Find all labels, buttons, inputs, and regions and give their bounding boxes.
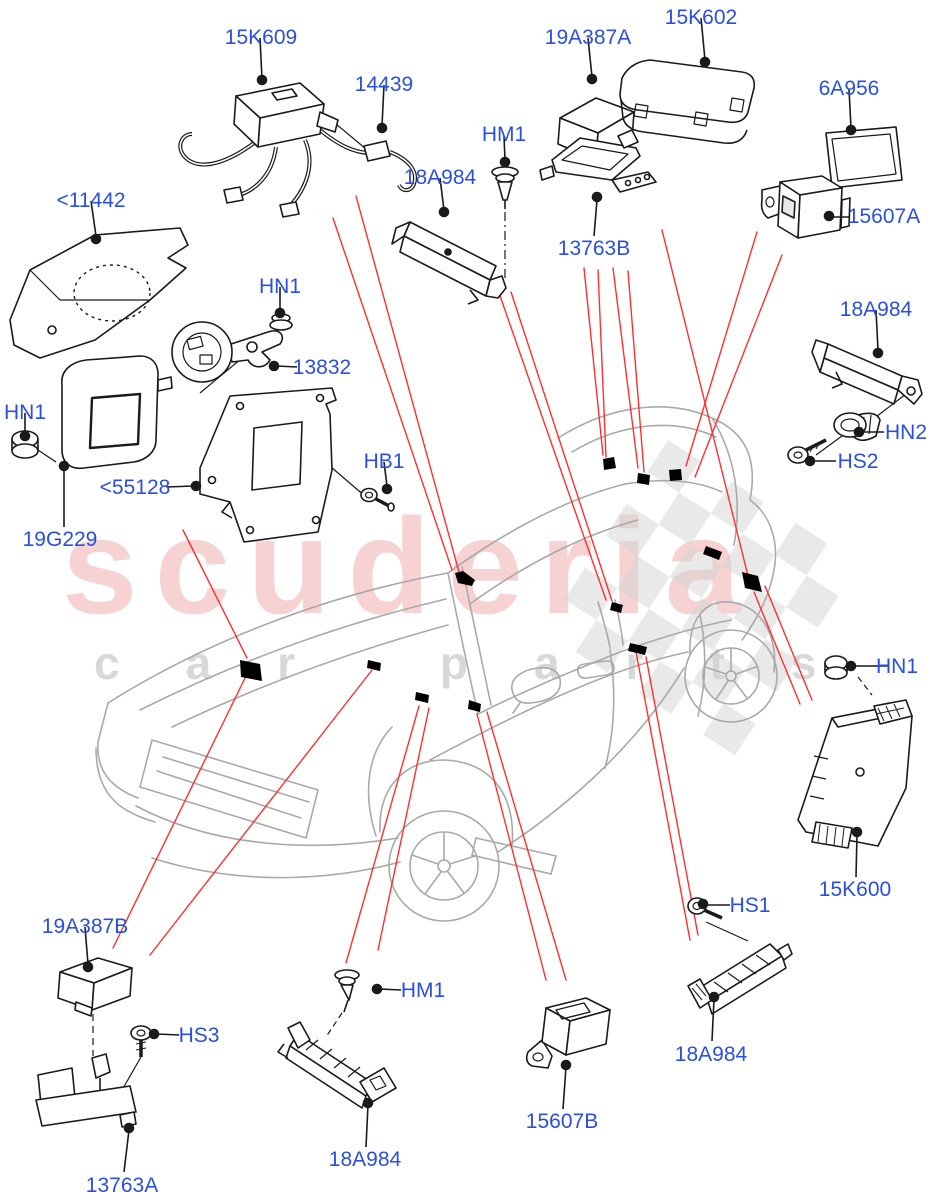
part-label-13832[interactable]: 13832 — [292, 356, 352, 379]
part-label-11442[interactable]: <11442 — [56, 189, 126, 212]
component-drawings — [9, 59, 923, 1128]
component-18A984-bottom-antenna — [277, 1021, 397, 1109]
part-label-HS2[interactable]: HS2 — [837, 450, 879, 473]
part-label-18A984-bottomright[interactable]: 18A984 — [674, 1043, 748, 1066]
component-19G229-camera-module — [61, 355, 173, 470]
part-label-14439[interactable]: 14439 — [354, 73, 414, 96]
car-illustration — [95, 406, 778, 922]
part-label-18A984-right[interactable]: 18A984 — [839, 298, 913, 321]
part-label-HB1[interactable]: HB1 — [363, 450, 405, 473]
part-label-15607A[interactable]: 15607A — [847, 205, 921, 228]
component-HM1-top-clip — [491, 166, 519, 209]
red-leader-lines — [112, 195, 813, 981]
part-label-19A387B[interactable]: 19A387B — [41, 915, 129, 938]
component-15K602-module — [619, 59, 756, 145]
component-18A984-bottomright-antenna — [687, 943, 793, 1015]
component-13763B-bracket — [539, 129, 657, 193]
component-19A387B-module — [57, 957, 133, 1017]
component-HM1-bottom-clip — [334, 969, 360, 1013]
part-label-19A387A[interactable]: 19A387A — [544, 26, 632, 49]
part-label-15K609[interactable]: 15K609 — [224, 26, 298, 49]
part-label-18A984-bottom[interactable]: 18A984 — [328, 1148, 402, 1171]
part-label-6A956[interactable]: 6A956 — [818, 77, 880, 100]
checkered-flag-watermark — [564, 440, 839, 756]
car-location-markers — [240, 457, 762, 712]
component-HN1-right-nut — [824, 655, 848, 680]
component-HS3-screw — [130, 1025, 152, 1057]
part-label-15K602[interactable]: 15K602 — [664, 6, 738, 29]
component-HS2-screw — [787, 438, 827, 464]
part-label-HN1-left[interactable]: HN1 — [3, 401, 47, 424]
part-label-55128[interactable]: <55128 — [99, 476, 171, 499]
part-label-19G229[interactable]: 19G229 — [22, 528, 98, 551]
part-label-HN1-right[interactable]: HN1 — [875, 655, 919, 678]
component-6A956-pad — [825, 126, 903, 189]
component-11442-cover — [9, 227, 189, 359]
part-label-13763B[interactable]: 13763B — [557, 237, 631, 260]
component-15K609-telematics-module — [178, 82, 369, 218]
part-label-HM1-top[interactable]: HM1 — [481, 123, 527, 146]
component-15607A-module — [760, 175, 851, 239]
part-label-18A984-top[interactable]: 18A984 — [403, 166, 477, 189]
component-13832-horn — [171, 313, 293, 383]
component-14439-antenna-cable — [363, 140, 417, 193]
component-13763A-bracket — [35, 1053, 137, 1128]
part-label-HM1-bottom[interactable]: HM1 — [400, 979, 446, 1002]
component-HB1-screw — [360, 487, 395, 512]
component-18A984-right-antenna — [811, 339, 923, 405]
part-label-15K600[interactable]: 15K600 — [818, 878, 892, 901]
part-label-HN1-horn[interactable]: HN1 — [258, 275, 302, 298]
part-label-HS3[interactable]: HS3 — [178, 1024, 220, 1047]
component-15K600-module — [797, 699, 913, 849]
label-leader-lines — [19, 17, 888, 1173]
part-label-HS1[interactable]: HS1 — [729, 894, 771, 917]
part-label-HN2[interactable]: HN2 — [884, 421, 928, 444]
component-55128-bracket — [199, 387, 337, 543]
component-18A984-top-antenna — [391, 221, 507, 305]
component-15607B-module — [525, 997, 611, 1069]
part-label-15607B[interactable]: 15607B — [525, 1110, 599, 1133]
part-label-13763A[interactable]: 13763A — [85, 1174, 159, 1197]
